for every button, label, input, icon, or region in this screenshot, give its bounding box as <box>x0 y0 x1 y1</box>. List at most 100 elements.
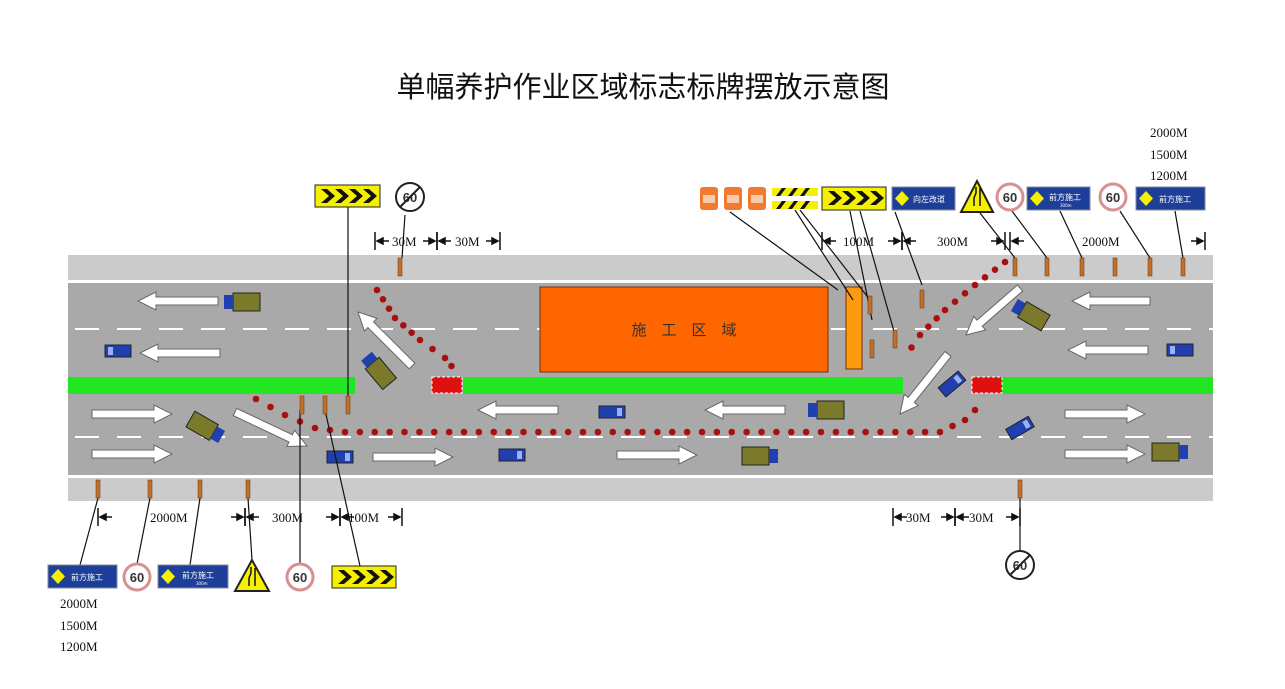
traffic-direction-arrow <box>232 407 309 447</box>
leader-line <box>1011 210 1048 259</box>
dim-2000m: 2000M <box>150 510 188 525</box>
traffic-cone <box>594 428 602 436</box>
end-speed-limit-sign: 60 <box>395 182 425 212</box>
traffic-cone <box>624 428 631 436</box>
sign-post <box>95 479 101 499</box>
lane-dash <box>75 328 99 330</box>
truck <box>1151 442 1188 462</box>
dim-2000m: 2000M <box>1082 234 1120 249</box>
leader-line <box>859 210 896 336</box>
traffic-cone <box>713 428 721 436</box>
traffic-cone <box>520 428 527 436</box>
traffic-direction-arrow <box>965 284 1024 336</box>
svg-text:2000M: 2000M <box>60 596 98 611</box>
dim-30m: 30M <box>392 234 417 249</box>
lane-narrows-warning-sign <box>233 557 271 592</box>
traffic-cone <box>408 329 415 336</box>
leader-line <box>324 409 361 567</box>
svg-text:60: 60 <box>1003 190 1017 205</box>
lane-dash <box>663 436 687 438</box>
leader-line <box>1059 210 1083 259</box>
construction-ahead-sign: 前方施工 <box>1135 186 1206 211</box>
top-shoulder <box>68 255 1213 280</box>
traffic-cone <box>430 428 438 436</box>
construction-zone-label: 施 工 区 域 <box>631 321 736 339</box>
median-center <box>463 377 903 394</box>
lane-dash <box>1083 436 1107 438</box>
traffic-cone <box>951 298 959 305</box>
chevron-sign <box>821 186 887 211</box>
truck <box>808 400 845 420</box>
sign-post <box>1112 257 1118 277</box>
lane-dash <box>873 328 897 330</box>
traffic-cone <box>817 428 825 436</box>
traffic-cone <box>386 428 393 436</box>
svg-text:前方施工: 前方施工 <box>182 570 214 580</box>
traffic-direction-arrow <box>1064 404 1147 424</box>
traffic-cone <box>773 428 780 436</box>
traffic-cone <box>267 403 274 411</box>
svg-text:前方施工: 前方施工 <box>1159 194 1191 204</box>
lane-dash <box>327 436 351 438</box>
traffic-direction-arrow <box>703 400 786 420</box>
lane-dash <box>453 328 477 330</box>
svg-text:1200M: 1200M <box>60 639 98 654</box>
leader-line <box>401 214 406 259</box>
sign-post <box>322 395 328 415</box>
traffic-cone <box>445 428 453 436</box>
traffic-cone <box>698 428 706 436</box>
traffic-cone <box>549 428 557 436</box>
traffic-cone <box>379 296 387 303</box>
traffic-direction-arrow <box>476 400 559 420</box>
dim-300m: 300M <box>272 510 304 525</box>
dim-30m: 30M <box>906 510 931 525</box>
traffic-direction-arrow <box>1066 340 1149 360</box>
leader-line <box>136 497 151 565</box>
speed-limit-sign: 60 <box>285 562 315 592</box>
traffic-cone <box>475 428 483 436</box>
traffic-cone <box>252 395 260 403</box>
lane-dash <box>621 436 645 438</box>
lane-dash <box>1167 436 1191 438</box>
lane-dash <box>1041 436 1065 438</box>
lane-dash <box>1167 328 1191 330</box>
traffic-cone <box>991 266 999 273</box>
lane-dash <box>1125 328 1149 330</box>
traffic-cone <box>862 428 869 436</box>
construction-ahead-300m-sign: 前方施工 300m <box>1026 186 1091 211</box>
construction-zone <box>539 286 829 373</box>
lane-dash <box>1209 328 1233 330</box>
traffic-cone <box>639 428 646 436</box>
traffic-direction-arrow <box>1070 291 1151 311</box>
sign-post <box>1012 257 1018 277</box>
svg-text:1500M: 1500M <box>60 618 98 633</box>
lane-dash <box>411 436 435 438</box>
bottom-shoulder <box>68 478 1213 501</box>
lane-dash <box>537 436 561 438</box>
car <box>326 450 354 464</box>
traffic-cone <box>668 428 676 436</box>
lane-dash <box>159 436 183 438</box>
traffic-cone <box>916 331 924 339</box>
speed-limit-sign: 60 <box>995 182 1025 212</box>
lane-dash <box>327 328 351 330</box>
lane-dash <box>243 328 267 330</box>
vertical-barrier <box>845 286 863 370</box>
traffic-cone <box>441 354 449 362</box>
traffic-cone <box>373 286 381 294</box>
median-right <box>1000 377 1213 394</box>
traffic-direction-arrow <box>91 404 174 424</box>
car <box>104 344 132 358</box>
traffic-cone <box>490 428 498 436</box>
leader-line <box>189 497 201 566</box>
sign-post <box>299 395 305 415</box>
svg-text:300m: 300m <box>1060 203 1072 208</box>
lane-dash <box>117 436 141 438</box>
svg-text:前方施工: 前方施工 <box>71 572 103 582</box>
leader-line <box>1174 210 1184 259</box>
sign-post <box>1180 257 1186 277</box>
leader-line <box>794 209 854 301</box>
traffic-cone <box>802 428 810 436</box>
lane-dash <box>201 328 225 330</box>
speed-limit-sign: 60 <box>122 562 152 592</box>
